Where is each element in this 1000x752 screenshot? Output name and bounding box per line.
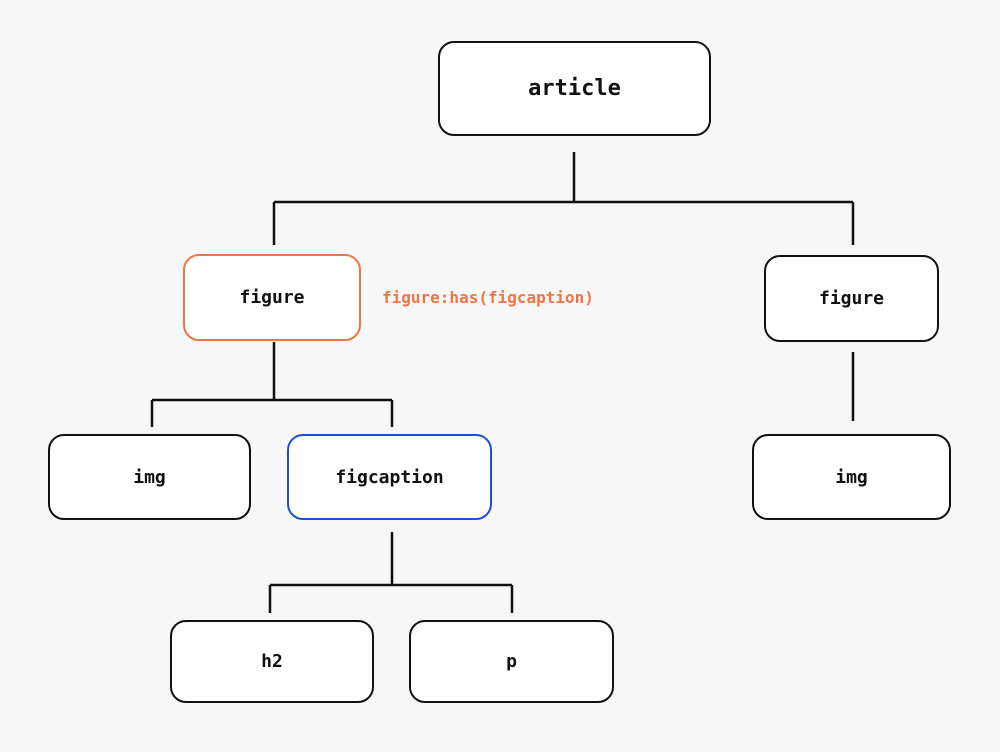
has-selector-annotation: figure:has(figcaption) bbox=[382, 288, 594, 307]
node-h2-label: h2 bbox=[261, 651, 283, 672]
node-article-label: article bbox=[528, 76, 621, 101]
edge-figcaption-children bbox=[268, 532, 514, 613]
node-figcaption-highlighted: figcaption bbox=[287, 434, 492, 520]
node-article: article bbox=[438, 41, 711, 136]
node-figure-label: figure bbox=[239, 287, 305, 308]
node-figcaption-label: figcaption bbox=[335, 466, 444, 488]
node-img-left-label: img bbox=[133, 466, 166, 488]
edge-article-children bbox=[272, 152, 855, 245]
edge-figure-children bbox=[150, 342, 394, 427]
node-p-label: p bbox=[506, 651, 517, 672]
node-figure-right: figure bbox=[764, 255, 939, 342]
node-h2: h2 bbox=[170, 620, 374, 703]
node-p: p bbox=[409, 620, 614, 703]
node-img-right-label: img bbox=[835, 466, 868, 488]
node-figure-right-label: figure bbox=[818, 288, 885, 309]
node-img-right: img bbox=[752, 434, 951, 520]
node-img-left: img bbox=[48, 434, 251, 520]
node-figure-highlighted: figure bbox=[183, 254, 361, 341]
